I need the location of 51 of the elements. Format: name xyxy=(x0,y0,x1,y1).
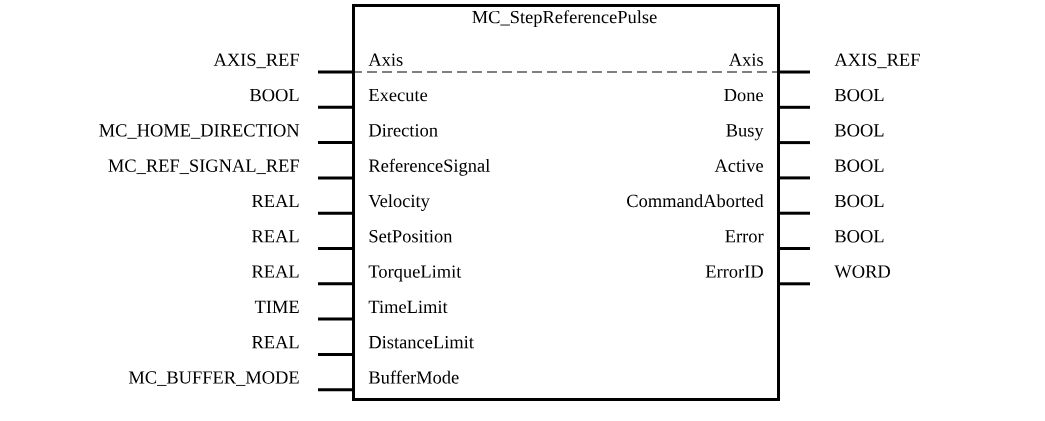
data-type-label: REAL xyxy=(252,230,299,243)
data-type-label: AXIS_REF xyxy=(834,53,920,69)
pin-line xyxy=(318,317,352,321)
pin-line xyxy=(780,176,810,180)
pin-line xyxy=(318,70,352,74)
pin-line xyxy=(780,105,810,109)
pin-label: DistanceLimit xyxy=(368,336,474,349)
pin-label: Execute xyxy=(368,89,428,102)
pin-line xyxy=(780,211,810,215)
pin-label: Active xyxy=(714,159,763,172)
pin-line xyxy=(318,105,352,109)
data-type-label: AXIS_REF xyxy=(213,53,299,69)
pin-line xyxy=(318,211,352,215)
pin-line xyxy=(318,141,352,145)
pin-line xyxy=(318,247,352,250)
pin-label: Done xyxy=(724,89,763,102)
data-type-label: BOOL xyxy=(834,194,884,208)
pin-label: Velocity xyxy=(368,194,430,211)
pin-label: BufferMode xyxy=(368,370,459,384)
data-type-label: BOOL xyxy=(834,159,884,172)
pin-label: Axis xyxy=(729,53,763,66)
data-type-label: MC_HOME_DIRECTION xyxy=(99,124,300,139)
pin-label: CommandAborted xyxy=(627,194,764,208)
data-type-label: MC_REF_SIGNAL_REF xyxy=(108,159,299,175)
pin-label: TimeLimit xyxy=(368,300,448,314)
pin-line xyxy=(780,70,810,74)
pin-label: Busy xyxy=(726,124,764,141)
data-type-label: BOOL xyxy=(834,124,884,137)
pin-line xyxy=(318,352,352,356)
pin-label: TorqueLimit xyxy=(368,265,462,282)
data-type-label: TIME xyxy=(254,300,299,313)
data-type-label: BOOL xyxy=(834,88,884,102)
data-type-label: MC_BUFFER_MODE xyxy=(128,371,299,386)
data-type-label: WORD xyxy=(834,265,890,278)
data-type-label: REAL xyxy=(252,194,299,207)
pin-line xyxy=(780,247,810,250)
data-type-label: BOOL xyxy=(249,88,299,102)
pin-label: Axis xyxy=(368,53,403,66)
pin-label: SetPosition xyxy=(369,230,453,243)
pin-line xyxy=(318,282,352,286)
pin-line xyxy=(318,176,352,180)
pin-line xyxy=(780,282,810,286)
pin-label: Error xyxy=(725,230,764,243)
data-type-label: REAL xyxy=(252,336,299,349)
pin-label: ErrorID xyxy=(705,265,763,278)
data-type-label: REAL xyxy=(252,265,299,278)
pin-label: Direction xyxy=(368,124,438,137)
pin-line xyxy=(780,141,810,145)
pin-line xyxy=(318,388,352,392)
data-type-label: BOOL xyxy=(834,230,884,243)
pin-label: ReferenceSignal xyxy=(368,158,490,176)
